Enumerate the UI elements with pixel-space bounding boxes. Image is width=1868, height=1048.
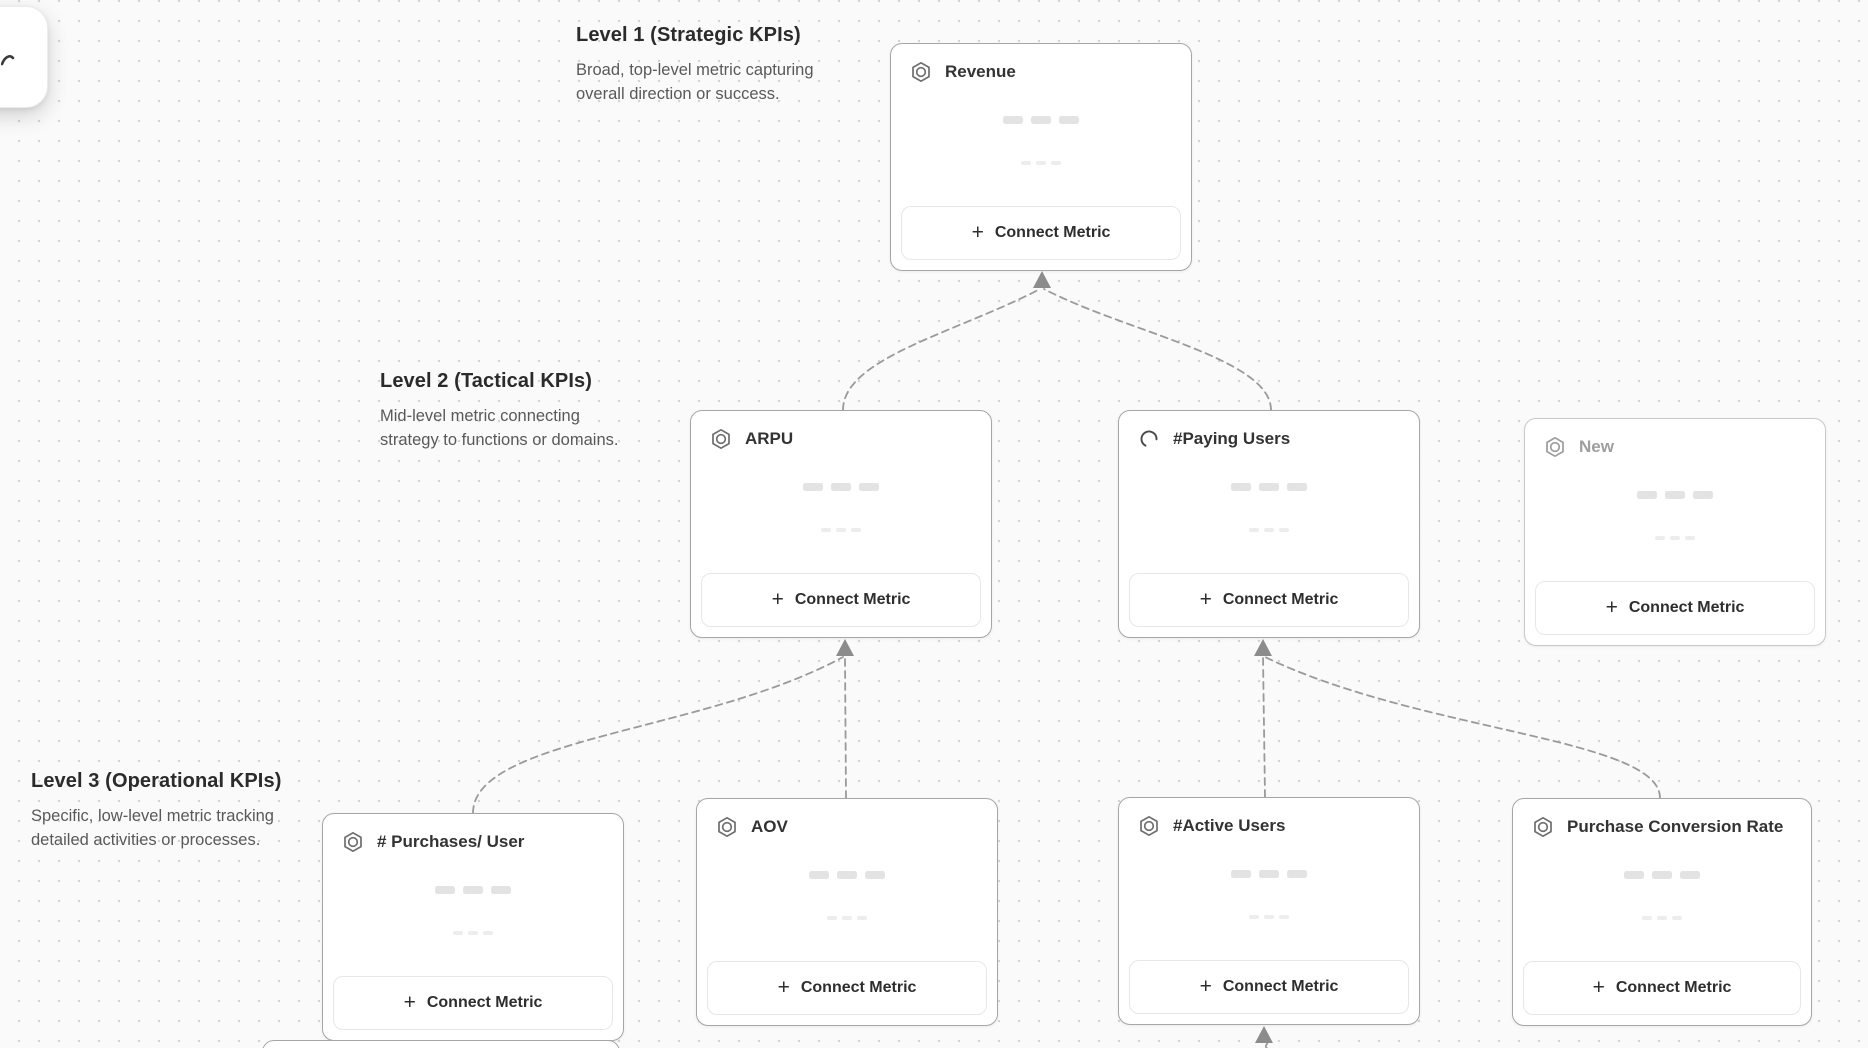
connect-metric-button[interactable]: + Connect Metric — [1129, 960, 1409, 1014]
level-1-description: Broad, top-level metric capturing overal… — [576, 61, 814, 104]
plus-icon: + — [1199, 974, 1212, 998]
card-header: #Paying Users — [1137, 427, 1290, 451]
connect-metric-label: Connect Metric — [800, 979, 917, 996]
card-header: AOV — [715, 815, 788, 839]
metric-card-active-users[interactable]: #Active Users + Connect Metric — [1118, 797, 1420, 1025]
level-1-title: Level 1 (Strategic KPIs) — [576, 24, 801, 46]
card-header: New — [1543, 435, 1614, 459]
metric-card-partial-bottom[interactable] — [262, 1040, 620, 1048]
metric-hexagon-icon — [1543, 435, 1567, 459]
connect-metric-label: Connect Metric — [1222, 978, 1339, 995]
card-header: Purchase Conversion Rate — [1531, 815, 1783, 839]
connect-metric-button[interactable]: + Connect Metric — [333, 976, 613, 1030]
connect-metric-label: Connect Metric — [426, 994, 543, 1011]
metric-hexagon-icon — [909, 60, 933, 84]
card-title: ARPU — [745, 429, 794, 448]
level-1-label: Level 1 (Strategic KPIs) Broad, top-leve… — [576, 24, 832, 107]
plus-icon: + — [1199, 587, 1212, 611]
metric-hexagon-icon — [709, 427, 733, 451]
connect-metric-label: Connect Metric — [994, 224, 1111, 241]
card-header: Revenue — [909, 60, 1016, 84]
metric-card-revenue[interactable]: Revenue + Connect Metric — [890, 43, 1192, 271]
card-title: AOV — [751, 817, 788, 836]
connect-metric-label: Connect Metric — [1222, 591, 1339, 608]
metric-card-new[interactable]: New + Connect Metric — [1524, 418, 1826, 646]
card-header: # Purchases/ User — [341, 830, 524, 854]
metric-card-aov[interactable]: AOV + Connect Metric — [696, 798, 998, 1026]
connect-metric-button[interactable]: + Connect Metric — [1129, 573, 1409, 627]
level-2-title: Level 2 (Tactical KPIs) — [380, 370, 593, 392]
plus-icon: + — [771, 587, 784, 611]
connect-metric-button[interactable]: + Connect Metric — [1535, 581, 1815, 635]
level-3-label: Level 3 (Operational KPIs) Specific, low… — [31, 770, 307, 853]
metric-card-arpu[interactable]: ARPU + Connect Metric — [690, 410, 992, 638]
metric-hexagon-icon — [341, 830, 365, 854]
card-title: #Active Users — [1173, 816, 1286, 835]
metric-card-purchase-conversion-rate[interactable]: Purchase Conversion Rate + Connect Metri… — [1512, 798, 1812, 1026]
card-title: New — [1579, 437, 1614, 456]
plus-icon: + — [971, 220, 984, 244]
plus-icon: + — [1592, 975, 1605, 999]
level-3-title: Level 3 (Operational KPIs) — [31, 770, 282, 792]
card-title: Revenue — [945, 62, 1016, 81]
connect-metric-button[interactable]: + Connect Metric — [901, 206, 1181, 260]
card-header: #Active Users — [1137, 814, 1285, 838]
connect-metric-button[interactable]: + Connect Metric — [707, 961, 987, 1015]
connect-metric-label: Connect Metric — [1628, 599, 1745, 616]
metric-hexagon-icon — [1531, 815, 1555, 839]
cursor-stroke-icon — [1, 55, 15, 66]
metric-hexagon-icon — [715, 815, 739, 839]
loading-spinner-icon — [1137, 427, 1161, 451]
plus-icon: + — [777, 975, 790, 999]
plus-icon: + — [403, 990, 416, 1014]
card-title: #Paying Users — [1173, 429, 1291, 448]
level-3-description: Specific, low-level metric tracking deta… — [31, 807, 274, 850]
floating-toolbar-panel[interactable] — [0, 6, 48, 108]
connect-metric-label: Connect Metric — [794, 591, 911, 608]
metric-hexagon-icon — [1137, 814, 1161, 838]
plus-icon: + — [1605, 595, 1618, 619]
metric-card-purchases-per-user[interactable]: # Purchases/ User + Connect Metric — [322, 813, 624, 1041]
level-2-description: Mid-level metric connecting strategy to … — [380, 407, 619, 450]
connect-metric-button[interactable]: + Connect Metric — [1523, 961, 1801, 1015]
card-header: ARPU — [709, 427, 793, 451]
connect-metric-button[interactable]: + Connect Metric — [701, 573, 981, 627]
connect-metric-label: Connect Metric — [1615, 979, 1732, 996]
card-title: # Purchases/ User — [377, 832, 525, 851]
level-2-label: Level 2 (Tactical KPIs) Mid-level metric… — [380, 370, 622, 453]
metric-card-paying-users[interactable]: #Paying Users + Connect Metric — [1118, 410, 1420, 638]
card-title: Purchase Conversion Rate — [1567, 817, 1784, 836]
